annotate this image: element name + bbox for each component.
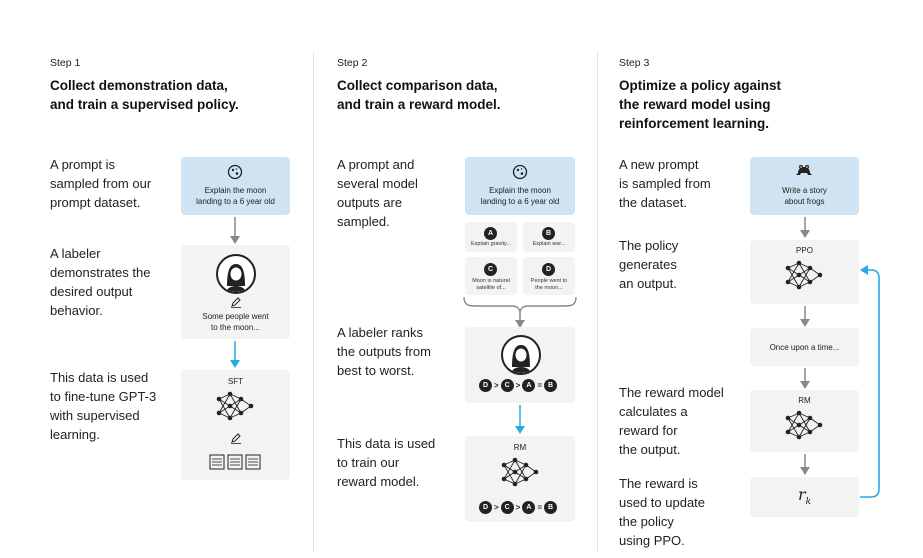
- output-letter: B: [542, 227, 555, 241]
- divider-2: [597, 52, 598, 552]
- step-3-output-box: Once upon a time...: [750, 328, 859, 366]
- output-card-b: B Explain war...: [523, 222, 575, 252]
- step-3-rm-box: RM: [750, 390, 859, 452]
- output-letter: A: [484, 227, 497, 241]
- ranking-labeler: D>C>A=B: [479, 379, 558, 392]
- feedback-loop-arrow: [860, 265, 880, 498]
- step-2-title: Collect comparison data, and train a rew…: [337, 78, 501, 112]
- step-3-ppo-box: PPO: [750, 240, 859, 304]
- documents-icon: [209, 454, 261, 470]
- step-3-title: Optimize a policy against the reward mod…: [619, 78, 782, 131]
- neural-network-icon: [785, 410, 823, 440]
- moon-icon: [227, 164, 243, 180]
- step-2-label: Step 2: [337, 57, 368, 69]
- rm-label: RM: [513, 443, 527, 452]
- output-card-a: A Explain gravity...: [465, 222, 517, 252]
- moon-icon: [512, 164, 528, 180]
- step-3-arrow-1: [800, 217, 810, 238]
- step-1-sft-box: SFT: [181, 370, 290, 480]
- step-2-bracket-arrow: [463, 297, 577, 328]
- step-3-reward-box: rk: [750, 477, 859, 517]
- step-3-label: Step 3: [619, 57, 650, 69]
- step-2-arrow-2: [515, 405, 525, 434]
- output-text: Once upon a time...: [769, 343, 840, 352]
- labeler-avatar: [216, 254, 256, 294]
- step-1-arrow-1: [230, 217, 240, 244]
- step-1-title: Collect demonstration data, and train a …: [50, 78, 239, 112]
- neural-network-icon: [216, 391, 254, 421]
- step-3-arrow-2: [800, 306, 810, 327]
- step-2-rm-box: RM D>C>A=B: [465, 436, 575, 522]
- step-1-arrow-2: [230, 341, 240, 368]
- ppo-label: PPO: [796, 246, 813, 255]
- output-letter: D: [542, 263, 555, 277]
- output-letter: C: [484, 263, 497, 277]
- sft-label: SFT: [227, 377, 244, 386]
- step-3-arrow-3: [800, 368, 810, 389]
- divider-1: [313, 52, 314, 552]
- step-3-arrow-4: [800, 454, 810, 475]
- frog-icon: [796, 165, 812, 175]
- ranking-rm: D>C>A=B: [479, 501, 558, 514]
- rm-label: RM: [798, 396, 811, 405]
- step-2-labeler-box: D>C>A=B: [465, 327, 575, 403]
- step-1-label: Step 1: [50, 57, 81, 69]
- output-text: Explain gravity...: [471, 241, 511, 247]
- labeler-avatar: [501, 335, 541, 375]
- output-text: Explain war...: [532, 241, 566, 247]
- pencil-icon: [231, 297, 241, 308]
- neural-network-icon: [501, 457, 539, 487]
- neural-network-icon: [785, 260, 823, 290]
- pencil-icon: [231, 433, 241, 444]
- reward-symbol: rk: [797, 485, 812, 508]
